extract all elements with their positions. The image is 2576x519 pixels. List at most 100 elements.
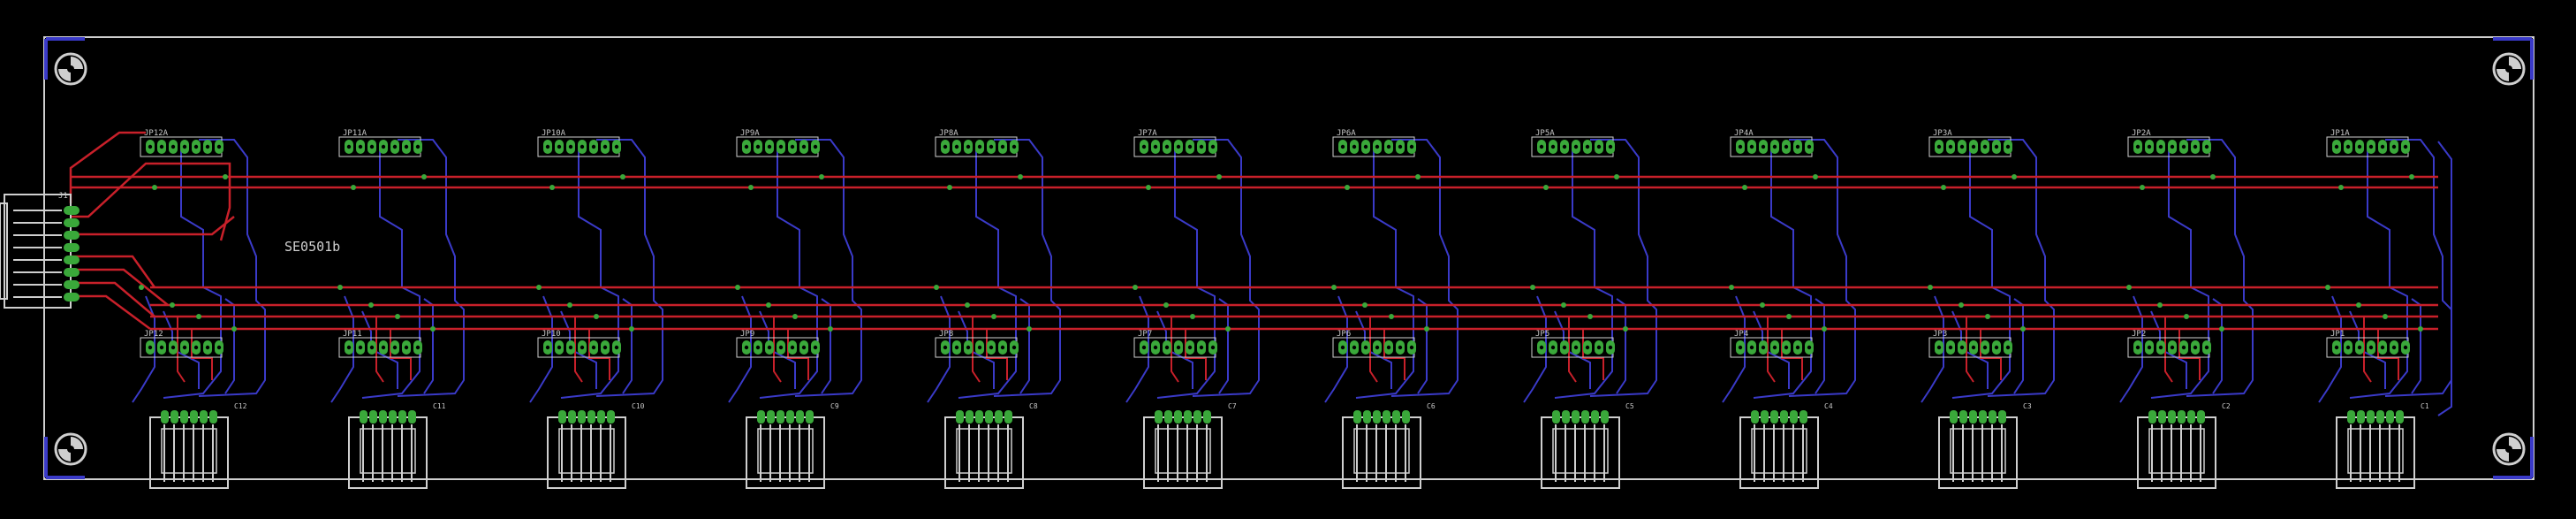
bottom-layer-trace bbox=[330, 295, 354, 403]
drop-trace bbox=[1383, 329, 1405, 380]
header-pad-hole bbox=[2135, 144, 2140, 149]
via bbox=[1941, 185, 1946, 190]
mounting-hole-quadrant bbox=[58, 449, 71, 462]
header-pad-hole bbox=[557, 345, 562, 350]
connector-pad bbox=[398, 410, 406, 424]
connector-pad bbox=[995, 410, 1003, 424]
via bbox=[1133, 285, 1138, 290]
header-pad-hole bbox=[2181, 345, 2186, 350]
connector-body bbox=[1541, 416, 1620, 489]
header-pad-hole bbox=[415, 144, 420, 149]
header-label: JP1A bbox=[2330, 129, 2350, 138]
via bbox=[1729, 285, 1734, 290]
connector-C4: C4 bbox=[1739, 402, 1833, 489]
header-pad-hole bbox=[1948, 345, 1953, 350]
header-pad-hole bbox=[2391, 144, 2397, 149]
bottom-layer-trace bbox=[1788, 139, 1856, 397]
drop-trace bbox=[1966, 317, 1974, 383]
via bbox=[1190, 314, 1195, 319]
bottom-header-JP9: JP9 bbox=[736, 330, 820, 358]
header-label: JP4 bbox=[1734, 330, 1748, 339]
connector-label: J1 bbox=[58, 192, 68, 201]
mounting-hole-ring bbox=[2492, 432, 2526, 466]
bottom-layer-trace bbox=[2384, 139, 2452, 397]
header-pad-hole bbox=[1363, 144, 1368, 149]
header-pad-hole bbox=[1948, 144, 1953, 149]
via bbox=[152, 185, 157, 190]
header-pad-hole bbox=[2005, 144, 2011, 149]
connector-pad bbox=[1780, 410, 1788, 424]
via bbox=[1345, 185, 1350, 190]
fanout-trace bbox=[71, 294, 151, 331]
connector-body bbox=[149, 416, 229, 489]
bottom-layer-trace bbox=[2013, 298, 2024, 394]
header-pad-hole bbox=[2158, 345, 2163, 350]
header-pad-hole bbox=[813, 345, 818, 350]
connector-label: C12 bbox=[234, 402, 247, 410]
drop-trace bbox=[588, 329, 610, 380]
header-pad-hole bbox=[1562, 345, 1567, 350]
via bbox=[620, 174, 625, 179]
header-pad-hole bbox=[1959, 144, 1965, 149]
via bbox=[1822, 326, 1827, 332]
header-pad-hole bbox=[1761, 144, 1766, 149]
via bbox=[421, 174, 427, 179]
connector-pad bbox=[1799, 410, 1807, 424]
connector-pad bbox=[1751, 410, 1759, 424]
via bbox=[1530, 285, 1535, 290]
top-header-JP1A: JP1A bbox=[2326, 129, 2410, 157]
bottom-layer-trace bbox=[821, 298, 831, 394]
bottom-header-JP11: JP11 bbox=[338, 330, 422, 358]
connector-inner bbox=[1353, 428, 1410, 474]
mounting-hole-quadrant bbox=[2496, 449, 2509, 462]
via bbox=[1018, 174, 1023, 179]
main-connector-j1: J1 bbox=[0, 192, 80, 309]
header-pad-hole bbox=[381, 144, 386, 149]
connector-pad bbox=[587, 410, 595, 424]
header-pad-hole bbox=[966, 345, 971, 350]
bottom-layer-trace bbox=[1554, 146, 1613, 399]
connector-pad bbox=[806, 410, 814, 424]
header-pad-hole bbox=[545, 144, 550, 149]
header-pad-hole bbox=[2345, 144, 2351, 149]
connector-C3: C3 bbox=[1938, 402, 2032, 489]
connector-pad bbox=[796, 410, 804, 424]
drop-trace bbox=[1767, 317, 1776, 383]
header-pad-hole bbox=[614, 144, 619, 149]
bottom-layer-trace bbox=[1815, 298, 1825, 394]
header-pad-hole bbox=[2204, 144, 2209, 149]
via bbox=[1146, 185, 1151, 190]
via bbox=[2012, 174, 2017, 179]
header-label: JP10 bbox=[542, 330, 561, 339]
header-pad-hole bbox=[1772, 345, 1777, 350]
header-pad-hole bbox=[2403, 144, 2408, 149]
mounting-holes bbox=[54, 52, 2526, 466]
via bbox=[991, 314, 996, 319]
header-pad-hole bbox=[2380, 144, 2385, 149]
header-pad-hole bbox=[346, 345, 352, 350]
header-pad-hole bbox=[2193, 345, 2198, 350]
bottom-layer-trace bbox=[397, 139, 465, 397]
connector-pad bbox=[2357, 410, 2365, 424]
connector-pad bbox=[64, 231, 80, 240]
mounting-hole-quadrant bbox=[2509, 57, 2521, 69]
connector-inner bbox=[1155, 428, 1211, 474]
connector-pad bbox=[1203, 410, 1211, 424]
header-pad-hole bbox=[591, 345, 596, 350]
header-pad-hole bbox=[2181, 144, 2186, 149]
header-pad-hole bbox=[1141, 144, 1147, 149]
connector-pad bbox=[1392, 410, 1400, 424]
bottom-layer-trace bbox=[1987, 139, 2055, 397]
header-pad-hole bbox=[744, 345, 749, 350]
header-pad-hole bbox=[1807, 345, 1812, 350]
connector-body bbox=[746, 416, 825, 489]
header-pad-hole bbox=[1795, 144, 1800, 149]
header-label: JP3A bbox=[1933, 129, 1952, 138]
connector-pad bbox=[2386, 410, 2394, 424]
header-label: JP9A bbox=[740, 129, 760, 138]
connector-pad bbox=[1164, 410, 1172, 424]
bottom-layer-trace bbox=[2318, 295, 2342, 403]
bottom-layer-trace bbox=[1616, 298, 1626, 394]
header-label: JP5A bbox=[1535, 129, 1555, 138]
